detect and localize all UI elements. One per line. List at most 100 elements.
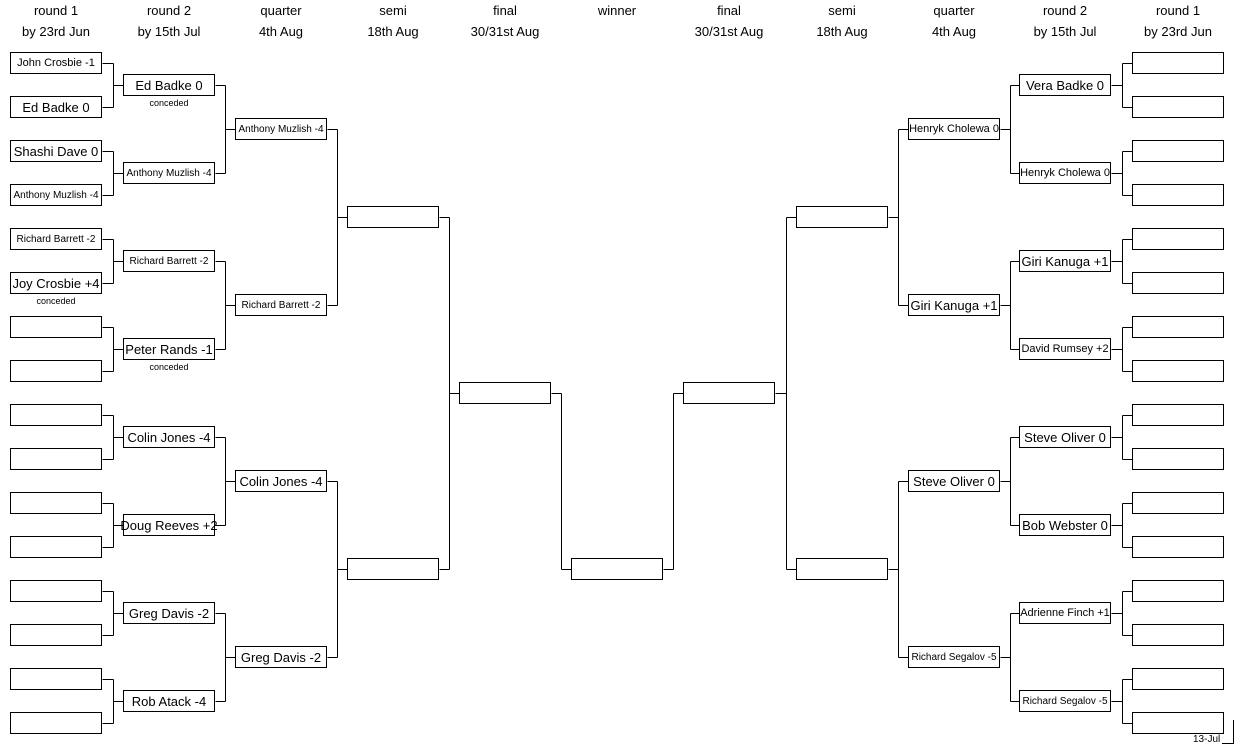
left-quarter-box: Anthony Muzlish -4 xyxy=(235,118,327,140)
left-round1-box: Richard Barrett -2 xyxy=(10,228,102,250)
left-round1-box xyxy=(10,404,102,426)
header-title: round 2 xyxy=(146,3,192,18)
header-title: round 1 xyxy=(1155,3,1201,18)
left-quarter-box: Richard Barrett -2 xyxy=(235,294,327,316)
right-round1-box xyxy=(1132,668,1224,690)
left-round1-box: Ed Badke 0 xyxy=(10,96,102,118)
player-name: Giri Kanuga +1 xyxy=(1021,253,1109,269)
player-name: Henryk Cholewa 0 xyxy=(1020,167,1110,179)
header-date: by 15th Jul xyxy=(137,24,201,39)
right-round2-box: Giri Kanuga +1 xyxy=(1019,250,1111,272)
right-round2-box: Bob Webster 0 xyxy=(1019,514,1111,536)
right-quarter-box: Giri Kanuga +1 xyxy=(908,294,1000,316)
left-round1-box xyxy=(10,712,102,734)
left-round1-box xyxy=(10,492,102,514)
right-final-box xyxy=(683,382,775,404)
left-round1-box xyxy=(10,448,102,470)
header-title: round 1 xyxy=(33,3,79,18)
conceded-note: conceded xyxy=(149,362,189,372)
left-round2-box: Richard Barrett -2 xyxy=(123,250,215,272)
header-title: final xyxy=(493,3,517,18)
player-name: Anthony Muzlish -4 xyxy=(13,189,99,201)
right-semi-box xyxy=(796,558,888,580)
left-final-box xyxy=(459,382,551,404)
player-name: David Rumsey +2 xyxy=(1021,343,1109,355)
column-header: semi 18th Aug xyxy=(782,0,902,42)
player-name: Richard Barrett -2 xyxy=(241,299,321,311)
player-name: Colin Jones -4 xyxy=(239,473,323,489)
left-round1-box: Joy Crosbie +4 xyxy=(10,272,102,294)
conceded-note: conceded xyxy=(149,98,189,108)
header-title: final xyxy=(717,3,741,18)
right-round2-box: Adrienne Finch +1 xyxy=(1019,602,1111,624)
player-name: Richard Segalov -5 xyxy=(911,651,997,663)
column-header-winner: winner xyxy=(557,0,677,21)
header-date: by 23rd Jun xyxy=(22,24,90,39)
player-name: Henryk Cholewa 0 xyxy=(909,123,999,135)
left-round2-box: Greg Davis -2 xyxy=(123,602,215,624)
header-date: 18th Aug xyxy=(816,24,868,39)
player-name: Peter Rands -1 xyxy=(125,341,213,357)
header-title: quarter xyxy=(933,3,975,18)
column-header: round 2 by 15th Jul xyxy=(109,0,229,42)
header-title: quarter xyxy=(260,3,302,18)
left-quarter-box: Colin Jones -4 xyxy=(235,470,327,492)
right-round1-box xyxy=(1132,52,1224,74)
left-round2-box: Ed Badke 0 xyxy=(123,74,215,96)
player-name: Steve Oliver 0 xyxy=(913,473,995,489)
player-name: Steve Oliver 0 xyxy=(1024,429,1106,445)
player-name: Ed Badke 0 xyxy=(135,77,203,93)
player-name: Ed Badke 0 xyxy=(22,99,90,115)
right-quarter-box: Richard Segalov -5 xyxy=(908,646,1000,668)
left-round1-box xyxy=(10,580,102,602)
header-title: semi xyxy=(828,3,856,18)
left-round1-box xyxy=(10,360,102,382)
left-round1-box xyxy=(10,668,102,690)
right-round1-box xyxy=(1132,316,1224,338)
left-round2-box: Anthony Muzlish -4 xyxy=(123,162,215,184)
player-name: John Crosbie -1 xyxy=(17,57,95,69)
player-name: Richard Segalov -5 xyxy=(1022,695,1108,707)
left-quarter-box: Greg Davis -2 xyxy=(235,646,327,668)
left-round1-box: Shashi Dave 0 xyxy=(10,140,102,162)
left-round2-box: Peter Rands -1 xyxy=(123,338,215,360)
left-round1-box: Anthony Muzlish -4 xyxy=(10,184,102,206)
right-round1-box xyxy=(1132,536,1224,558)
right-round1-box xyxy=(1132,580,1224,602)
right-round1-box xyxy=(1132,624,1224,646)
player-name: Adrienne Finch +1 xyxy=(1020,607,1110,619)
left-round1-box xyxy=(10,536,102,558)
right-round1-box xyxy=(1132,96,1224,118)
player-name: Anthony Muzlish -4 xyxy=(238,123,324,135)
right-round1-box xyxy=(1132,140,1224,162)
header-date: 18th Aug xyxy=(367,24,419,39)
right-round1-box xyxy=(1132,360,1224,382)
left-semi-box xyxy=(347,558,439,580)
player-name: Greg Davis -2 xyxy=(240,649,322,665)
right-quarter-box: Henryk Cholewa 0 xyxy=(908,118,1000,140)
right-round2-box: Steve Oliver 0 xyxy=(1019,426,1111,448)
header-title: round 2 xyxy=(1042,3,1088,18)
player-name: Rob Atack -4 xyxy=(131,693,207,709)
right-round2-box: Vera Badke 0 xyxy=(1019,74,1111,96)
player-name: Colin Jones -4 xyxy=(127,429,211,445)
column-header: final 30/31st Aug xyxy=(669,0,789,42)
column-header: round 1 by 23rd Jun xyxy=(0,0,116,42)
left-round2-box: Colin Jones -4 xyxy=(123,426,215,448)
header-date: by 15th Jul xyxy=(1033,24,1097,39)
header-date: 30/31st Aug xyxy=(694,24,764,39)
right-round2-box: David Rumsey +2 xyxy=(1019,338,1111,360)
player-name: Richard Barrett -2 xyxy=(129,255,209,267)
player-name: Joy Crosbie +4 xyxy=(12,275,100,291)
right-semi-box xyxy=(796,206,888,228)
header-title: winner xyxy=(597,3,637,18)
right-quarter-box: Steve Oliver 0 xyxy=(908,470,1000,492)
player-name: Greg Davis -2 xyxy=(128,605,210,621)
player-name: Vera Badke 0 xyxy=(1025,77,1105,93)
header-date: 4th Aug xyxy=(931,24,977,39)
